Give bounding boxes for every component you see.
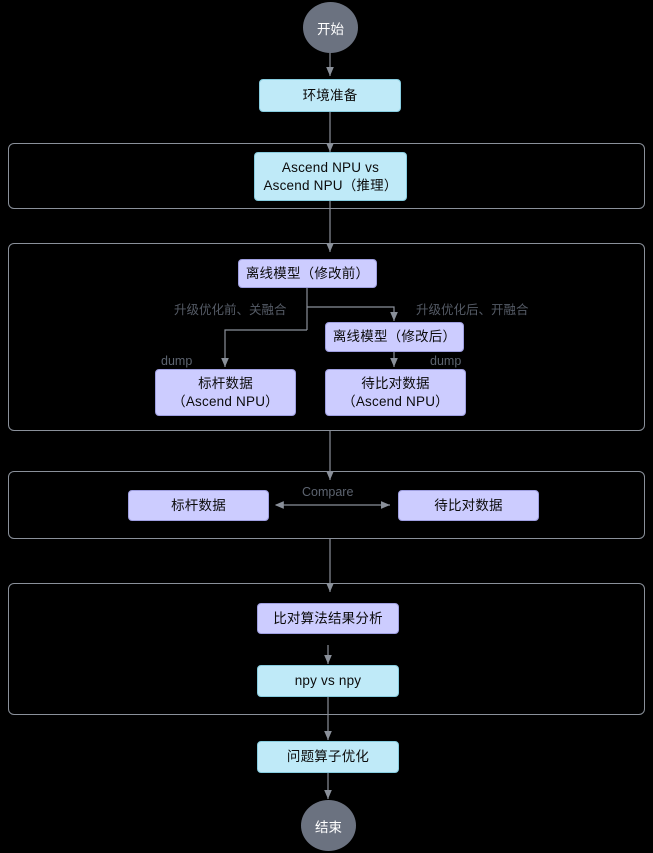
edge-label-after-fusion: 升级优化后、开融合 xyxy=(416,303,529,317)
cluster-data-compare xyxy=(8,471,645,539)
node-offline-model-before-label: 离线模型（修改前） xyxy=(245,265,370,281)
node-end[interactable]: 结束 xyxy=(301,800,356,851)
node-operator-optimize-label: 问题算子优化 xyxy=(286,749,370,765)
node-benchmark-data-npu-label: 标杆数据 （Ascend NPU） xyxy=(172,376,279,409)
node-target-data-label: 待比对数据 xyxy=(434,497,503,513)
node-result-analysis[interactable]: 比对算法结果分析 xyxy=(257,603,399,634)
node-env-prep[interactable]: 环境准备 xyxy=(259,79,401,112)
edge-label-compare: Compare xyxy=(302,485,354,499)
node-npy-vs-npy[interactable]: npy vs npy xyxy=(257,665,399,697)
node-operator-optimize[interactable]: 问题算子优化 xyxy=(257,741,399,773)
node-target-data-npu-label: 待比对数据 （Ascend NPU） xyxy=(342,376,449,409)
node-end-label: 结束 xyxy=(315,819,342,835)
node-benchmark-data-npu[interactable]: 标杆数据 （Ascend NPU） xyxy=(155,369,296,416)
node-offline-model-before[interactable]: 离线模型（修改前） xyxy=(238,259,377,288)
node-offline-model-after[interactable]: 离线模型（修改后） xyxy=(325,322,464,352)
node-benchmark-data-label: 标杆数据 xyxy=(171,497,226,513)
node-result-analysis-label: 比对算法结果分析 xyxy=(273,610,383,626)
node-target-data[interactable]: 待比对数据 xyxy=(398,490,539,521)
node-offline-model-after-label: 离线模型（修改后） xyxy=(332,329,457,345)
node-target-data-npu[interactable]: 待比对数据 （Ascend NPU） xyxy=(325,369,466,416)
edge-label-dump-left: dump xyxy=(161,354,193,368)
node-env-prep-label: 环境准备 xyxy=(302,87,358,103)
node-benchmark-data[interactable]: 标杆数据 xyxy=(128,490,269,521)
node-compare-mode-label: Ascend NPU vs Ascend NPU（推理） xyxy=(263,160,398,193)
node-start[interactable]: 开始 xyxy=(303,2,358,53)
node-npy-vs-npy-label: npy vs npy xyxy=(294,673,362,689)
edge-label-before-fusion: 升级优化前、关融合 xyxy=(174,303,287,317)
node-start-label: 开始 xyxy=(317,21,344,37)
edge-label-dump-right: dump xyxy=(430,354,462,368)
node-compare-mode[interactable]: Ascend NPU vs Ascend NPU（推理） xyxy=(254,152,407,201)
